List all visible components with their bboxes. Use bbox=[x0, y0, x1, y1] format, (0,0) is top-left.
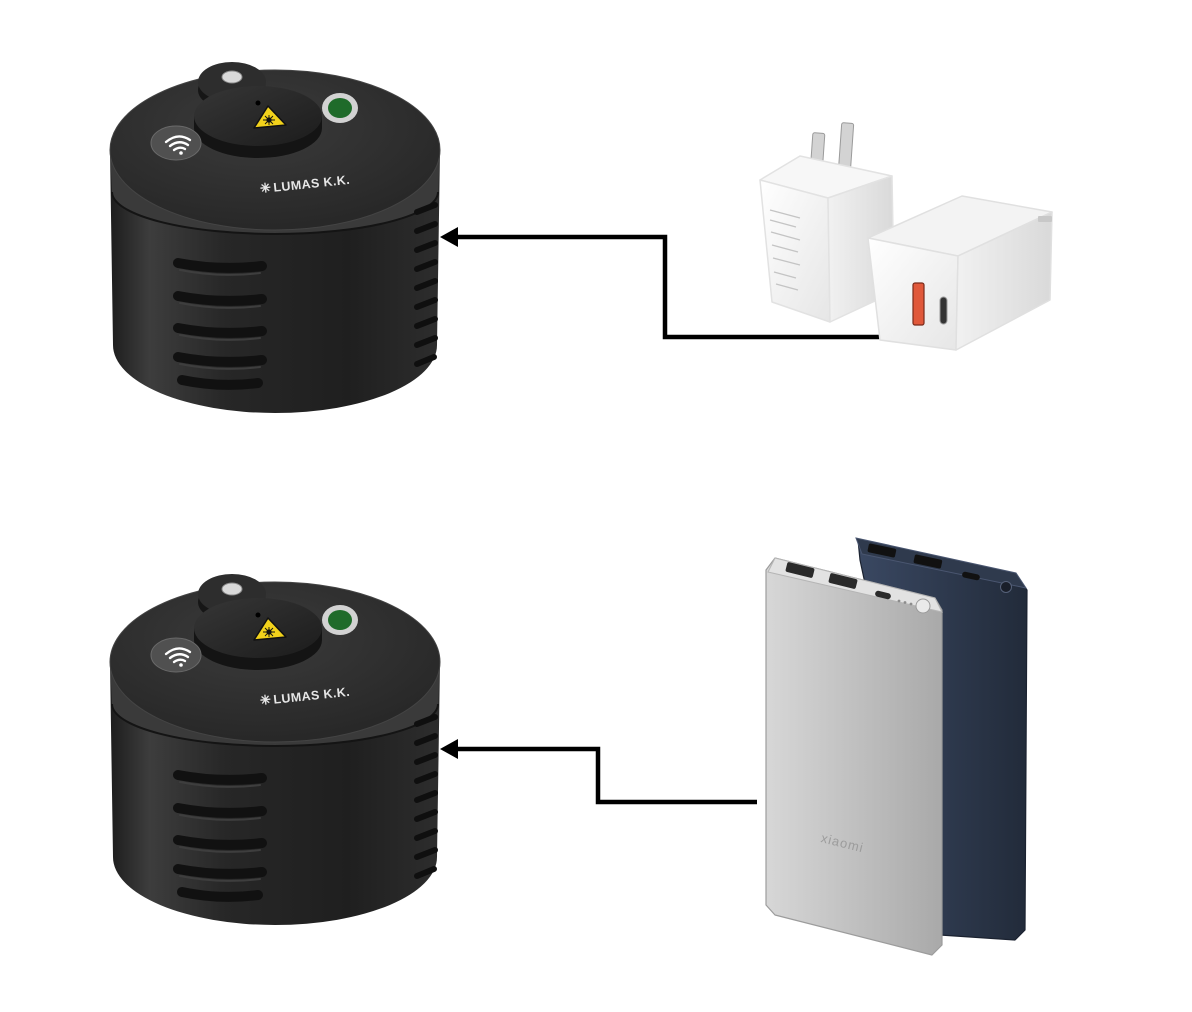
vent-slot-highlight bbox=[179, 363, 261, 370]
laser-aperture bbox=[255, 100, 261, 106]
vent-slot bbox=[173, 323, 267, 338]
vent-slot-highlight bbox=[179, 846, 261, 853]
arrowhead-icon bbox=[440, 739, 458, 759]
side-slat bbox=[414, 790, 438, 803]
warning-rays bbox=[263, 627, 275, 637]
wifi-icon bbox=[164, 135, 192, 155]
side-slat bbox=[414, 297, 438, 310]
warning-triangle bbox=[253, 617, 287, 641]
status-led bbox=[328, 98, 352, 118]
cap-top bbox=[194, 598, 322, 658]
wall-charger-front bbox=[867, 195, 1053, 351]
vent-slot bbox=[173, 770, 267, 785]
side-slat bbox=[414, 202, 438, 215]
usb-a-port bbox=[828, 573, 858, 589]
usb-a-port bbox=[867, 543, 897, 558]
power-bank-front-body bbox=[765, 557, 943, 956]
power-bank-front: xiaomi bbox=[765, 557, 943, 956]
side-slat bbox=[414, 354, 437, 367]
vent-slot bbox=[173, 291, 267, 306]
vent-slot-highlight bbox=[179, 334, 261, 341]
wall-charger-back bbox=[759, 122, 895, 323]
laser-warning-icon bbox=[253, 617, 287, 641]
wifi-icon bbox=[164, 647, 192, 667]
status-led bbox=[328, 610, 352, 630]
vent-slot-highlight bbox=[179, 781, 261, 788]
side-vents bbox=[414, 202, 438, 367]
star-logo-icon bbox=[260, 182, 271, 193]
side-slat bbox=[414, 809, 438, 822]
vent-slot-highlight bbox=[179, 875, 261, 882]
front-vents bbox=[173, 770, 267, 902]
arrow-line bbox=[456, 234, 893, 340]
side-slat bbox=[414, 847, 438, 860]
screw-icon bbox=[221, 70, 243, 84]
star-logo-icon bbox=[260, 694, 271, 705]
laser-device-top: LUMAS K.K. bbox=[109, 62, 441, 413]
charge-indicator-dots bbox=[897, 599, 913, 606]
side-slat bbox=[414, 278, 438, 291]
laser-device-bottom: LUMAS K.K. bbox=[109, 574, 441, 925]
arrow-charger-to-device bbox=[440, 227, 893, 340]
vent-slot-highlight bbox=[179, 269, 261, 276]
side-slat bbox=[414, 714, 438, 727]
laser-warning-icon bbox=[253, 105, 287, 129]
warning-triangle bbox=[253, 105, 287, 129]
vent-slot bbox=[173, 352, 267, 367]
vent-slot bbox=[173, 258, 267, 273]
vent-slot bbox=[173, 835, 267, 850]
arrow-powerbank-to-device bbox=[440, 739, 757, 805]
wifi-button bbox=[150, 637, 202, 673]
side-slat bbox=[414, 259, 438, 272]
side-slat bbox=[414, 866, 437, 879]
side-slat bbox=[414, 733, 438, 746]
laser-cap bbox=[194, 62, 322, 158]
wifi-button bbox=[150, 125, 202, 161]
usb-a-port bbox=[785, 562, 815, 578]
arrow-line bbox=[456, 746, 757, 805]
power-button bbox=[1000, 581, 1012, 593]
vent-slot bbox=[173, 803, 267, 818]
vent-slot-highlight bbox=[179, 302, 261, 309]
usb-a-port bbox=[913, 554, 943, 569]
laser-cap bbox=[194, 574, 322, 670]
arrowhead-icon bbox=[440, 227, 458, 247]
charger-right-face bbox=[955, 211, 1053, 351]
side-slat bbox=[414, 221, 438, 234]
regulatory-marks bbox=[769, 209, 801, 291]
front-vents bbox=[173, 258, 267, 390]
usb-a-port bbox=[912, 282, 925, 326]
side-slat bbox=[414, 752, 438, 765]
wall-charger-image bbox=[759, 122, 1053, 351]
plug-prong bbox=[1038, 216, 1052, 222]
cap-top bbox=[194, 86, 322, 146]
side-slat bbox=[414, 771, 438, 784]
screw-icon bbox=[221, 582, 243, 596]
power-button bbox=[915, 598, 931, 614]
warning-rays bbox=[263, 115, 275, 125]
vent-slot-highlight bbox=[179, 814, 261, 821]
power-bank-image: xiaomi bbox=[765, 537, 1028, 956]
usb-c-port bbox=[939, 296, 948, 325]
side-slat bbox=[414, 335, 438, 348]
vent-slot bbox=[177, 375, 263, 390]
side-slat bbox=[414, 828, 438, 841]
vent-slot bbox=[177, 887, 263, 902]
usb-c-port bbox=[962, 571, 980, 581]
side-vents bbox=[414, 714, 438, 879]
laser-aperture bbox=[255, 612, 261, 618]
usb-c-port bbox=[875, 590, 891, 600]
side-slat bbox=[414, 240, 438, 253]
vent-slot bbox=[173, 864, 267, 879]
side-slat bbox=[414, 316, 438, 329]
